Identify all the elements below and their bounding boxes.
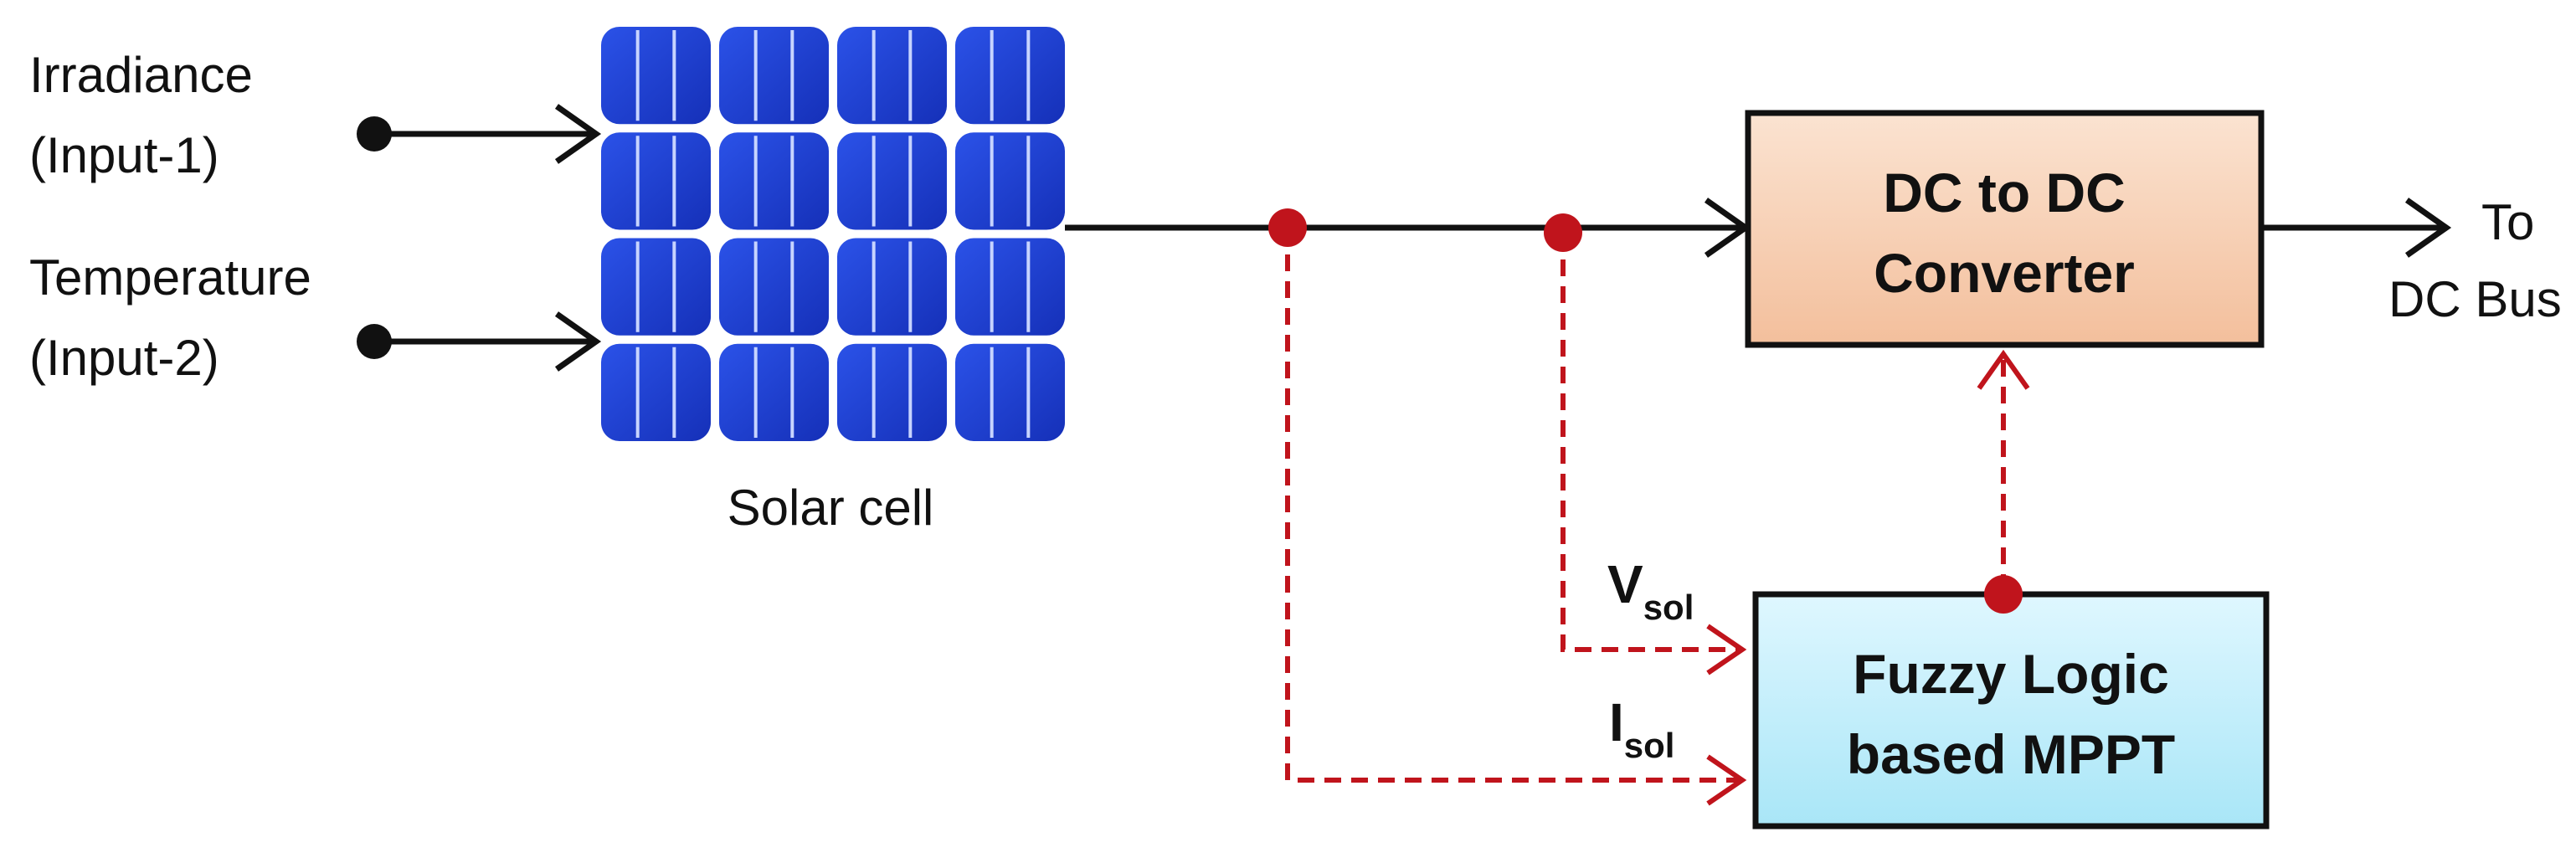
irradiance-input-arrow (357, 104, 602, 164)
control-signal-arrowhead (1977, 349, 2030, 390)
solar-cell-caption: Solar cell (728, 480, 934, 536)
mppt-label-line2: based MPPT (1847, 723, 2175, 785)
solar-cell-unit (601, 27, 711, 125)
solar-cell-unit (601, 238, 711, 336)
voltage-junction-dot (1544, 213, 1582, 252)
output-label-line1: To (2481, 194, 2534, 250)
dc-dc-converter-block: DC to DC Converter (1745, 110, 2265, 348)
solar-cell-unit (719, 343, 829, 441)
temperature-input-label: (Input-2) (29, 330, 219, 386)
irradiance-label: Irradiance (29, 47, 253, 103)
fuzzy-mppt-block: Fuzzy Logic based MPPT (1752, 591, 2270, 829)
converter-label-line1: DC to DC (1883, 162, 2126, 223)
current-signal-subscript: sol (1624, 726, 1675, 765)
voltage-sense-arrowhead (1706, 624, 1747, 675)
solar-cell-unit (719, 132, 829, 230)
solar-cell-unit (837, 238, 947, 336)
solar-cell-unit (719, 27, 829, 125)
output-arrow (2261, 198, 2452, 258)
solar-cell-unit (955, 343, 1065, 441)
irradiance-input-label: (Input-1) (29, 127, 219, 183)
converter-label-line2: Converter (1874, 242, 2135, 304)
temperature-label: Temperature (29, 249, 311, 306)
voltage-signal-subscript: sol (1643, 588, 1694, 627)
solar-cell-panel (601, 27, 1065, 441)
current-sense-arrowhead (1706, 754, 1747, 806)
voltage-sense-signal (1561, 233, 1742, 652)
solar-cell-unit (837, 132, 947, 230)
output-label-line2: DC Bus (2388, 271, 2562, 327)
solar-cell-unit (719, 238, 829, 336)
voltage-signal-label: Vsol (1607, 554, 1694, 627)
current-signal-symbol: I (1609, 692, 1624, 752)
solar-cell-unit (955, 238, 1065, 336)
solar-cell-unit (601, 132, 711, 230)
current-junction-dot (1268, 208, 1307, 247)
main-power-line (1065, 198, 1751, 258)
solar-cell-unit (837, 27, 947, 125)
solar-cell-unit (955, 132, 1065, 230)
solar-cell-unit (837, 343, 947, 441)
mppt-output-dot (1984, 575, 2023, 614)
current-sense-signal (1285, 228, 1742, 783)
mppt-label-line1: Fuzzy Logic (1853, 643, 2169, 705)
solar-cell-unit (955, 27, 1065, 125)
solar-cell-unit (601, 343, 711, 441)
temperature-input-arrow (357, 311, 602, 372)
current-signal-label: Isol (1609, 692, 1674, 765)
voltage-signal-symbol: V (1607, 554, 1643, 614)
